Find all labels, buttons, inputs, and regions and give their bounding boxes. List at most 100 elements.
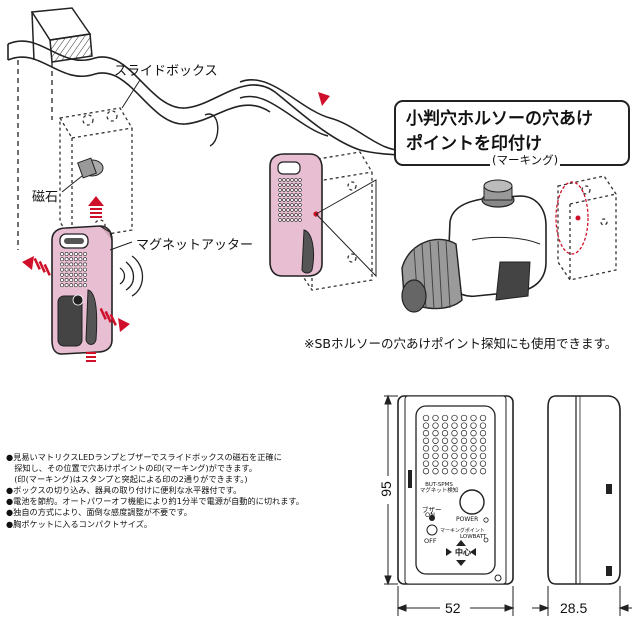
led-dot xyxy=(286,193,290,197)
led-dot xyxy=(470,437,477,444)
led-dot xyxy=(83,278,87,282)
led-dot xyxy=(60,257,64,262)
led-dot xyxy=(451,430,458,437)
led-dot xyxy=(286,213,290,217)
led-dot xyxy=(451,414,458,422)
led-dot xyxy=(441,437,449,444)
device-buzzer-label: ブザー xyxy=(422,506,442,514)
led-dot xyxy=(69,252,74,256)
arrow-down-icon xyxy=(86,352,96,362)
led-dot xyxy=(78,252,83,256)
led-dot xyxy=(73,262,78,267)
led-dot xyxy=(78,278,83,282)
led-dot xyxy=(73,283,78,288)
led-dot xyxy=(298,203,302,207)
label-magnet: 磁石 xyxy=(32,190,59,205)
led-dot xyxy=(83,267,87,272)
led-dot xyxy=(286,203,290,207)
label-magnet-atter: マグネットアッター xyxy=(136,238,254,253)
led-dot xyxy=(83,262,87,267)
led-dot xyxy=(294,213,298,217)
hole-saw-device xyxy=(394,168,634,328)
led-dot xyxy=(278,198,282,202)
led-dot xyxy=(479,437,487,444)
led-dot xyxy=(69,272,74,277)
callout-title-line2: ポイントを印付け xyxy=(406,134,542,154)
led-dot xyxy=(432,452,439,460)
led-dot xyxy=(73,267,78,272)
led-dot xyxy=(282,208,286,212)
slide-box-hidden xyxy=(59,107,133,241)
led-dot xyxy=(286,198,290,202)
led-dot xyxy=(64,252,69,256)
led-dot xyxy=(290,213,294,217)
led-dot xyxy=(282,213,286,217)
led-dot xyxy=(290,198,294,202)
led-dot xyxy=(69,283,74,288)
feature-line: ●独自の方式により、面倒な感度調整が不要です。 xyxy=(6,507,192,518)
led-dot xyxy=(286,208,290,212)
dimension-lines xyxy=(384,394,632,616)
led-dot xyxy=(422,445,430,452)
led-dot xyxy=(294,198,298,202)
led-dot xyxy=(460,430,468,437)
led-dot xyxy=(432,422,439,429)
led-dot xyxy=(83,283,87,288)
led-dot xyxy=(290,203,294,207)
led-dot xyxy=(278,213,282,217)
led-dot xyxy=(60,267,64,272)
led-dot xyxy=(460,468,468,475)
led-dot xyxy=(69,278,74,282)
led-dot xyxy=(298,178,302,182)
led-dot xyxy=(78,267,83,272)
callout-marking: (マーキング) xyxy=(490,152,561,168)
led-dot xyxy=(294,178,298,182)
led-dot xyxy=(294,183,298,187)
feature-list: ●見易いマトリクスLEDランプとブザーでスライドボックスの磁石を正確に 探知し、… xyxy=(6,452,358,530)
magnet-atter-device-left xyxy=(51,225,113,355)
dimension-height: 95 xyxy=(377,481,394,497)
led-dot xyxy=(64,278,69,282)
led-dot xyxy=(441,430,449,437)
led-dot xyxy=(294,193,298,197)
led-dot xyxy=(294,188,298,192)
led-dot xyxy=(278,193,282,197)
led-dot xyxy=(460,414,468,422)
led-dot xyxy=(286,218,290,222)
led-dot xyxy=(298,188,302,192)
triangle-marker-icon xyxy=(318,92,330,106)
led-dot xyxy=(479,452,487,460)
led-dot xyxy=(290,183,294,187)
device-center-label: 中心 xyxy=(455,548,471,557)
led-dot xyxy=(451,445,458,452)
led-dot xyxy=(282,203,286,207)
led-dot xyxy=(298,213,302,217)
led-dot xyxy=(60,278,64,282)
led-dot xyxy=(441,452,449,460)
led-dot xyxy=(451,468,458,475)
led-dot xyxy=(294,203,298,207)
led-dot xyxy=(470,422,477,429)
led-dot xyxy=(470,452,477,460)
dimension-depth: 28.5 xyxy=(560,600,588,616)
led-dot xyxy=(73,257,78,262)
led-dot xyxy=(422,468,430,475)
led-dot xyxy=(470,460,477,467)
led-dot xyxy=(432,414,439,422)
led-dot xyxy=(290,218,294,222)
led-dot xyxy=(441,422,449,429)
led-dot xyxy=(73,272,78,277)
callout-title-line1: 小判穴ホルソーの穴あけ xyxy=(406,109,593,129)
device-power-label: POWER xyxy=(456,516,479,523)
led-dot xyxy=(432,437,439,444)
led-dot xyxy=(298,208,302,212)
device-off-label: OFF xyxy=(424,537,437,545)
led-dot xyxy=(441,460,449,467)
led-dot xyxy=(73,252,78,256)
led-dot xyxy=(286,188,290,192)
led-dot xyxy=(69,267,74,272)
led-dot xyxy=(64,257,69,262)
led-dot xyxy=(278,218,282,222)
wall-stud xyxy=(30,7,93,63)
label-slide-box: スライドボックス xyxy=(114,64,218,79)
